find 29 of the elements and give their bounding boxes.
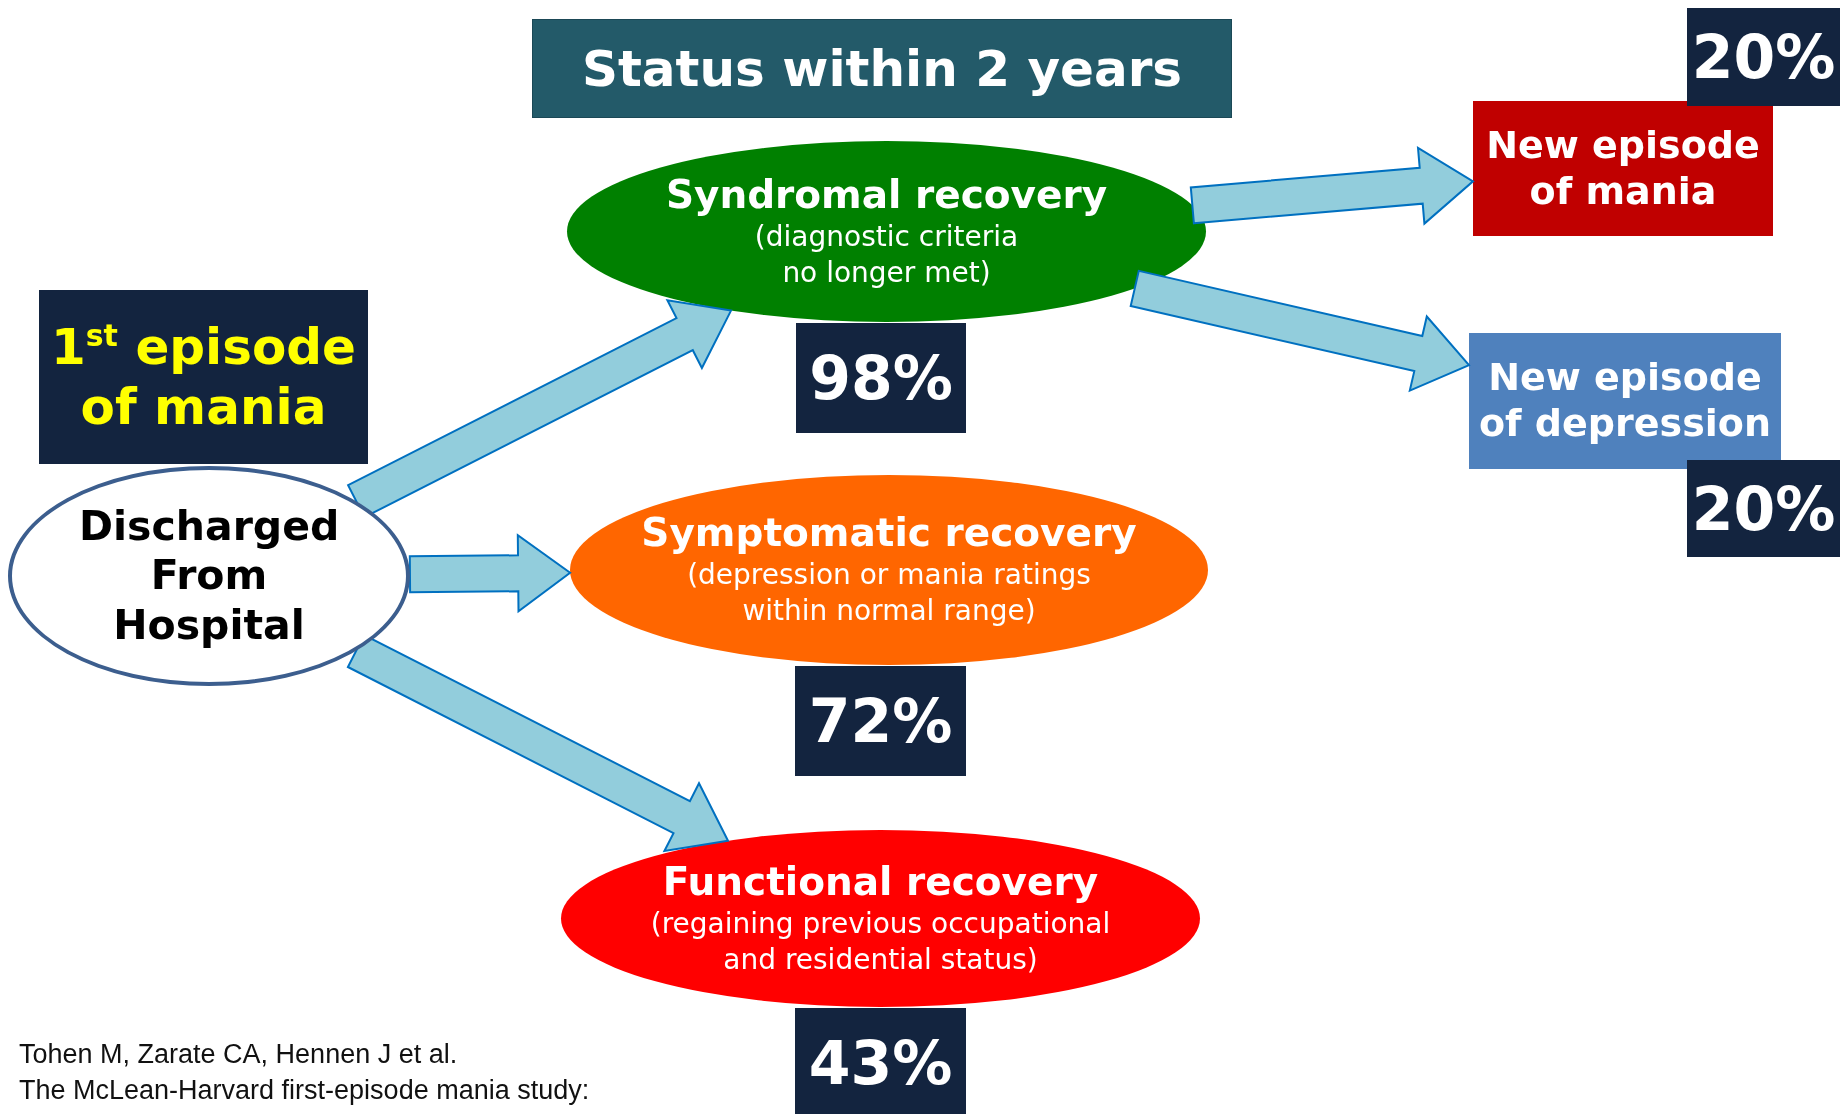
- episode-box: [1469, 333, 1781, 469]
- episode-box: [1473, 101, 1773, 236]
- node-label: 98%: [808, 342, 954, 414]
- node-description: (diagnostic criteria no longer met): [753, 218, 1020, 291]
- node-label: New episode of mania: [1485, 122, 1761, 215]
- percent-box: [796, 323, 966, 433]
- percent-box: [1687, 8, 1840, 106]
- node-label: 1$^{st}$ episode of mania: [49, 317, 358, 437]
- node-label: New episode of depression: [1478, 355, 1772, 447]
- node-label: 20%: [1690, 21, 1837, 93]
- node-description: (depression or mania ratings within normal range): [686, 557, 1092, 630]
- block-arrow: [1129, 269, 1471, 393]
- citation-text: Tohen M, Zarate CA, Hennen J et al.: [19, 1038, 459, 1071]
- node-label: Functional recovery: [661, 858, 1100, 906]
- citation-text: The McLean-Harvard first-episode mania study:: [19, 1074, 590, 1107]
- node-label: 43%: [807, 1027, 954, 1099]
- percent-box: [1687, 460, 1840, 557]
- node-label: Syndromal recovery: [664, 171, 1109, 219]
- block-arrow: [1189, 146, 1475, 226]
- title-banner: Status within 2 years: [532, 19, 1232, 118]
- block-arrow: [408, 533, 572, 614]
- percent-box: [795, 666, 966, 776]
- node-label: 20%: [1690, 472, 1837, 545]
- node-description: (regaining previous occupational and residential status): [649, 905, 1112, 978]
- node-label: Discharged From Hospital: [78, 502, 341, 650]
- title-box: [39, 290, 368, 464]
- percent-box: [795, 1008, 966, 1114]
- node-label: Symptomatic recovery: [640, 510, 1138, 557]
- node-label: 72%: [807, 685, 954, 757]
